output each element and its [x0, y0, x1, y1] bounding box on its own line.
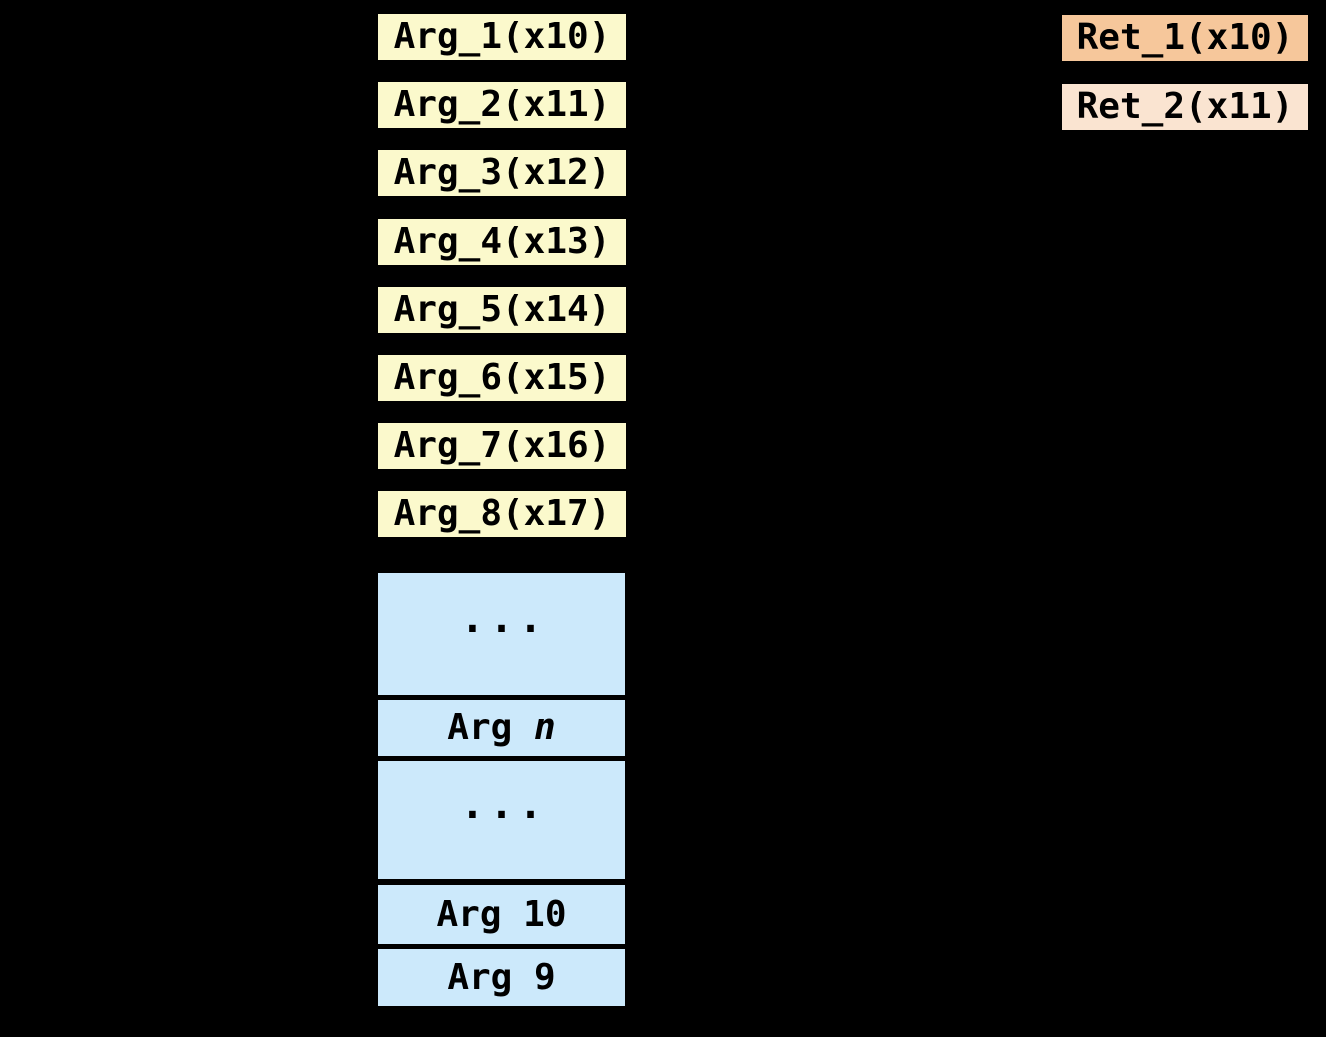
arg-register-box-4: Arg_4(x13)	[378, 219, 626, 265]
arg-register-label: Arg_4(x13)	[393, 221, 611, 262]
arg-register-label: Arg_8(x17)	[393, 493, 611, 534]
stack-cell-label: Arg 9	[447, 956, 556, 998]
stack-cell-label-prefix: Arg	[447, 707, 534, 748]
stack-cell-arg-n: Arg n	[378, 700, 625, 756]
ret-register-label: Ret_2(x11)	[1076, 86, 1294, 127]
arg-register-box-3: Arg_3(x12)	[378, 150, 626, 196]
arg-register-label: Arg_1(x10)	[393, 16, 611, 57]
ret-register-label: Ret_1(x10)	[1076, 17, 1294, 58]
stack-cell-label: Arg n	[447, 710, 555, 746]
arg-register-label: Arg_7(x16)	[393, 425, 611, 466]
ellipsis-label: ...	[460, 781, 548, 828]
arg-register-label: Arg_6(x15)	[393, 357, 611, 398]
stack-cell-arg-9: Arg 9	[378, 949, 625, 1006]
stack-cell-arg-10: Arg 10	[378, 885, 625, 944]
arg-register-label: Arg_3(x12)	[393, 152, 611, 193]
arg-register-box-2: Arg_2(x11)	[378, 82, 626, 128]
arg-register-box-8: Arg_8(x17)	[378, 491, 626, 537]
arg-register-box-1: Arg_1(x10)	[378, 14, 626, 60]
ellipsis-label: ...	[460, 595, 548, 642]
stack-cell-ellipsis-bottom: ...	[378, 761, 625, 879]
arg-register-label: Arg_5(x14)	[393, 289, 611, 330]
stack-cell-label-variable: n	[534, 707, 556, 748]
ret-register-box-1: Ret_1(x10)	[1062, 15, 1308, 61]
arg-register-box-7: Arg_7(x16)	[378, 423, 626, 469]
stack-cell-ellipsis-top: ...	[378, 573, 625, 695]
ret-register-box-2: Ret_2(x11)	[1062, 84, 1308, 130]
stack-cell-label: Arg 10	[436, 893, 567, 935]
arg-register-box-6: Arg_6(x15)	[378, 355, 626, 401]
arg-register-box-5: Arg_5(x14)	[378, 287, 626, 333]
arg-register-label: Arg_2(x11)	[393, 84, 611, 125]
